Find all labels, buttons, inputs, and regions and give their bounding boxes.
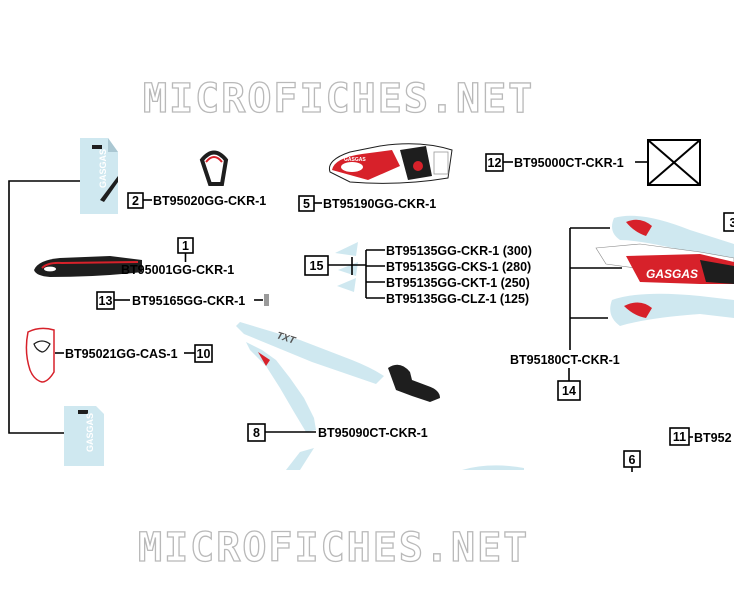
- watermark-bottom: MICROFICHES.NET: [138, 525, 529, 571]
- part-number-15-125: BT95135GG-CLZ-1 (125): [386, 292, 529, 306]
- brand-text-fork-bottom: GASGAS: [85, 413, 95, 452]
- left-bracket: [8, 180, 80, 434]
- callout-number-1: 1: [182, 239, 189, 253]
- part-14-shapes: GASGAS: [595, 215, 734, 326]
- part-10-shape: [25, 327, 55, 383]
- part-number-5: BT95190GG-CKR-1: [323, 197, 436, 211]
- callout-number-2: 2: [132, 194, 139, 208]
- callout-10: BT95021GG-CAS-1 10: [55, 344, 213, 363]
- callout-number-12: 12: [488, 156, 502, 170]
- part-number-8: BT95090CT-CKR-1: [318, 426, 428, 440]
- callout-number-6: 6: [629, 453, 636, 467]
- part-number-15-280: BT95135GG-CKS-1 (280): [386, 260, 531, 274]
- callout-5: 5 BT95190GG-CKR-1: [298, 195, 436, 212]
- callout-13: 13 BT95165GG-CKR-1: [96, 291, 269, 310]
- part-1-shape: [34, 256, 142, 277]
- callout-11: 11 BT952: [669, 427, 732, 446]
- callout-number-10: 10: [197, 347, 211, 361]
- callout-number-14: 14: [562, 384, 576, 398]
- brand-text-tank: GASGAS: [344, 157, 366, 163]
- callout-number-13: 13: [99, 294, 113, 308]
- callout-8: 8 BT95090CT-CKR-1: [247, 423, 428, 442]
- part-number-11: BT952: [694, 431, 732, 445]
- callout-1: 1 BT95001GG-CKR-1: [121, 237, 234, 277]
- part-8-shape: TXT: [236, 322, 440, 432]
- brand-text-side-panel: GASGAS: [646, 267, 698, 281]
- part-number-2: BT95020GG-CKR-1: [153, 194, 266, 208]
- part-2-shape: [199, 150, 229, 186]
- callout-3: 3: [723, 212, 734, 232]
- callout-number-5: 5: [303, 197, 310, 211]
- callout-number-15: 15: [310, 259, 324, 273]
- part-number-12: BT95000CT-CKR-1: [514, 156, 624, 170]
- callout-2: 2 BT95020GG-CKR-1: [127, 192, 266, 209]
- part-number-10: BT95021GG-CAS-1: [65, 347, 178, 361]
- callout-15: 15 BT95135GG-CKR-1 (300) BT95135GG-CKS-1…: [304, 244, 532, 306]
- kit-box-icon: [647, 139, 701, 186]
- partial-shapes-bottom: [286, 448, 524, 470]
- watermark-top: MICROFICHES.NET: [143, 76, 534, 122]
- part-number-15-250: BT95135GG-CKT-1 (250): [386, 276, 530, 290]
- fork-sticker-top: GASGAS: [80, 138, 118, 214]
- part-number-13: BT95165GG-CKR-1: [132, 294, 245, 308]
- callout-14: BT95180CT-CKR-1 14: [510, 227, 622, 401]
- callout-6: 6: [623, 450, 641, 472]
- part-number-15-300: BT95135GG-CKR-1 (300): [386, 244, 532, 258]
- fork-sticker-bottom: GASGAS: [64, 406, 104, 466]
- callout-number-8: 8: [253, 426, 260, 440]
- part-number-14: BT95180CT-CKR-1: [510, 353, 620, 367]
- callout-12: 12 BT95000CT-CKR-1: [485, 153, 648, 172]
- brand-text-fork-top: GASGAS: [98, 149, 108, 188]
- part-number-1: BT95001GG-CKR-1: [121, 263, 234, 277]
- callout-number-3: 3: [730, 216, 734, 230]
- part-15-shapes: [335, 242, 358, 292]
- callout-number-11: 11: [673, 430, 686, 444]
- part-5-shape: GASGAS: [328, 143, 453, 184]
